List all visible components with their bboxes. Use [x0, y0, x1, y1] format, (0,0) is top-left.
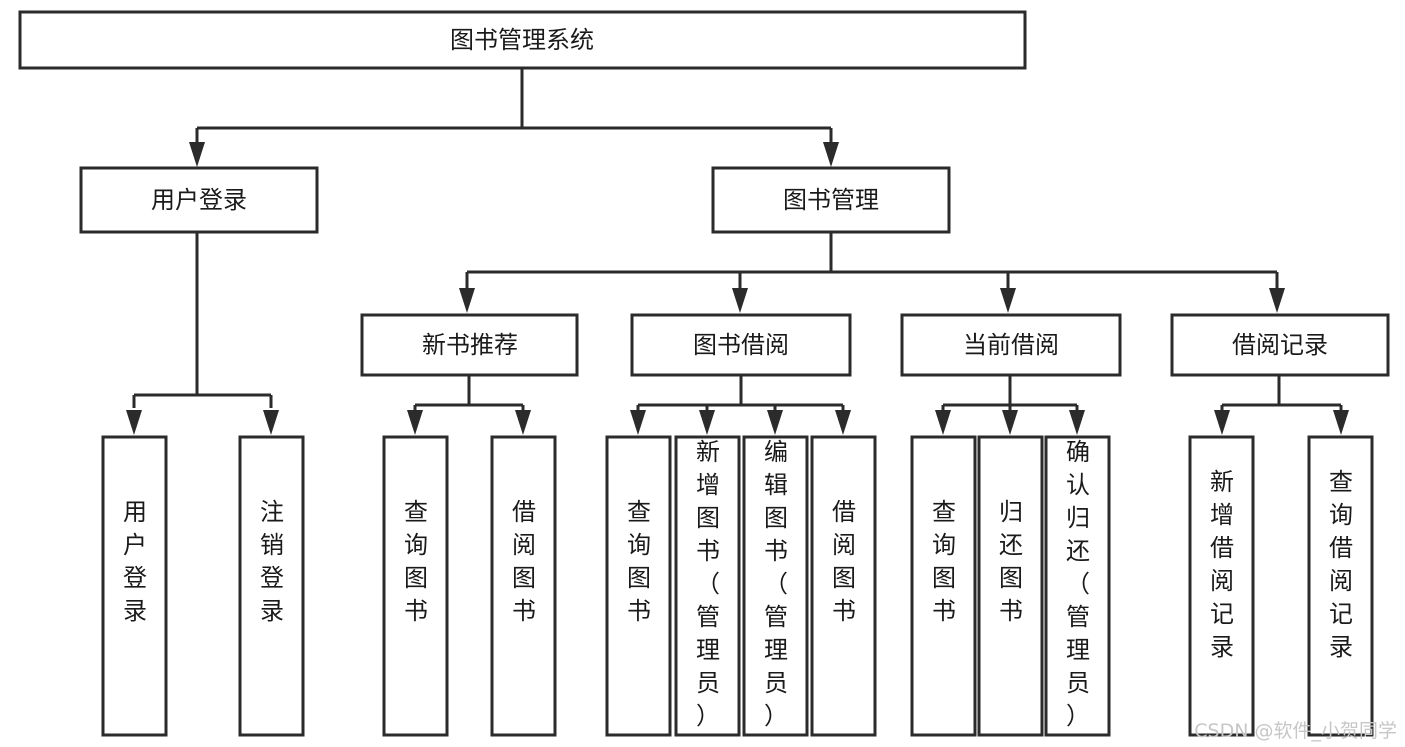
leaf-node[interactable]: 借阅图书 [490, 435, 557, 737]
connector-newbook-to-leaves [413, 375, 525, 412]
arrow-head-borrow-record [1269, 288, 1285, 313]
csdn-watermark: CSDN @软件_小贺同学 [1194, 720, 1397, 742]
arrow-head-leaf-10 [1002, 410, 1018, 435]
leaf-box[interactable] [1044, 435, 1111, 737]
connector-group-borrow-record [1214, 375, 1349, 435]
node-new-book-recommend-box[interactable] [360, 313, 579, 377]
arrow-head-leaf-11 [1069, 410, 1085, 435]
leaf-node[interactable]: 新增借阅记录 [1188, 435, 1255, 737]
leaf-label: 注销登录 [260, 498, 284, 625]
leaf-node[interactable]: 查询图书 [605, 435, 672, 737]
node-book-borrow-label: 图书借阅 [693, 331, 789, 359]
node-book-management[interactable]: 图书管理 [711, 166, 951, 234]
arrow-head-new-book [459, 288, 475, 313]
leaf-label: 新增借阅记录 [1210, 468, 1234, 661]
arrow-head-leaf-4 [515, 410, 531, 435]
arrow-head-leaf-7 [767, 410, 783, 435]
leaf-box[interactable] [101, 435, 168, 737]
arrow-head-leaf-1 [126, 410, 142, 435]
connector-borrowrecord-to-leaves [1220, 375, 1343, 412]
leaf-label: 编辑图书（管理员） [764, 438, 788, 730]
leaf-node[interactable]: 查询图书 [910, 435, 977, 737]
leaf-box[interactable] [810, 435, 877, 737]
arrow-head-book-manage [823, 142, 839, 167]
leaf-label: 用户登录 [123, 498, 147, 625]
arrow-head-leaf-12 [1214, 410, 1230, 435]
node-user-login[interactable]: 用户登录 [79, 166, 319, 234]
leaf-node[interactable]: 借阅图书 [810, 435, 877, 737]
leaf-box[interactable] [910, 435, 977, 737]
connector-userlogin-to-leaves [132, 232, 273, 408]
leaf-node[interactable]: 注销登录 [238, 435, 305, 737]
node-current-borrow[interactable]: 当前借阅 [900, 313, 1122, 377]
leaf-label: 查询借阅记录 [1329, 468, 1353, 661]
leaf-label: 查询图书 [932, 498, 956, 625]
leaf-box[interactable] [1188, 435, 1255, 737]
leaf-box[interactable] [490, 435, 557, 737]
leaf-box[interactable] [605, 435, 672, 737]
leaf-label: 借阅图书 [512, 498, 536, 625]
node-book-borrow[interactable]: 图书借阅 [630, 313, 852, 377]
leaf-box[interactable] [382, 435, 449, 737]
connector-group-borrow [630, 375, 851, 435]
leaf-node[interactable]: 确认归还（管理员） [1044, 435, 1111, 737]
connector-root-to-level2 [195, 68, 833, 145]
node-book-management-label: 图书管理 [783, 186, 879, 214]
leaf-box[interactable] [674, 435, 741, 737]
connector-group-book-manage [459, 232, 1285, 313]
connector-group-new-book [407, 375, 531, 435]
connector-bookmanage-to-level3 [465, 232, 1279, 290]
connector-borrow-to-leaves [636, 375, 845, 412]
node-borrow-record-label: 借阅记录 [1232, 331, 1328, 359]
node-new-book-recommend[interactable]: 新书推荐 [360, 313, 579, 377]
connector-group-current-borrow [935, 375, 1085, 435]
leaf-node[interactable]: 归还图书 [977, 435, 1044, 737]
connector-currentborrow-to-leaves [941, 375, 1079, 412]
leaf-label: 归还图书 [999, 498, 1023, 625]
arrow-head-leaf-3 [407, 410, 423, 435]
node-user-login-label: 用户登录 [151, 186, 247, 214]
arrow-head-user-login [189, 142, 205, 167]
leaf-label: 查询图书 [627, 498, 651, 625]
leaf-box[interactable] [238, 435, 305, 737]
node-root-box[interactable] [18, 10, 1027, 70]
leaf-node[interactable]: 查询图书 [382, 435, 449, 737]
arrow-head-current-borrow [1000, 288, 1016, 313]
leaf-node[interactable]: 查询借阅记录 [1307, 435, 1374, 737]
node-user-login-box[interactable] [79, 166, 319, 234]
arrow-head-leaf-6 [699, 410, 715, 435]
connector-group-root [189, 68, 839, 167]
leaf-node[interactable]: 编辑图书（管理员） [742, 435, 809, 737]
arrow-head-leaf-2 [263, 410, 279, 435]
node-borrow-record-box[interactable] [1170, 313, 1390, 377]
node-current-borrow-box[interactable] [900, 313, 1122, 377]
leaf-label: 新增图书（管理员） [696, 438, 720, 730]
leaf-node[interactable]: 用户登录 [101, 435, 168, 737]
arrow-head-leaf-13 [1333, 410, 1349, 435]
leaf-box[interactable] [742, 435, 809, 737]
leaf-node[interactable]: 新增图书（管理员） [674, 435, 741, 737]
arrow-head-leaf-5 [630, 410, 646, 435]
node-current-borrow-label: 当前借阅 [963, 331, 1059, 359]
leaf-label: 确认归还（管理员） [1066, 438, 1090, 730]
arrow-head-leaf-8 [835, 410, 851, 435]
leaf-label: 借阅图书 [832, 498, 856, 625]
node-book-borrow-box[interactable] [630, 313, 852, 377]
leaf-box[interactable] [1307, 435, 1374, 737]
node-new-book-recommend-label: 新书推荐 [422, 331, 518, 359]
arrow-head-leaf-9 [935, 410, 951, 435]
leaf-label: 查询图书 [404, 498, 428, 625]
node-borrow-record[interactable]: 借阅记录 [1170, 313, 1390, 377]
node-root[interactable]: 图书管理系统 [18, 10, 1027, 70]
leaf-box[interactable] [977, 435, 1044, 737]
connector-group-user-login [126, 232, 279, 435]
node-root-label: 图书管理系统 [450, 26, 594, 54]
node-book-management-box[interactable] [711, 166, 951, 234]
arrow-head-borrow [732, 288, 748, 313]
